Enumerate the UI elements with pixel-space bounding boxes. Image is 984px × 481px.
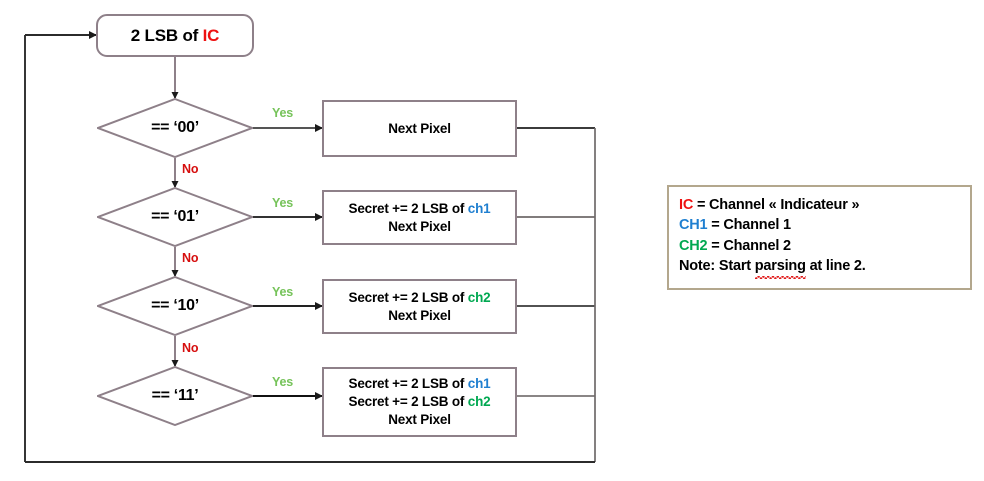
process-node-01-text: Secret += 2 LSB of ch1 Next Pixel [324,200,515,236]
legend-text-ic: = Channel « Indicateur » [693,197,860,213]
accent-ch2: ch2 [467,394,491,410]
legend-note-suffix: at line 2. [805,257,866,274]
decision-shape-10 [97,276,253,336]
legend-text-ch2: = Channel 2 [707,237,791,254]
decision-label-01: == ‘01’ [151,208,199,225]
accent-ch2: ch2 [467,289,491,305]
decision-label-10: == ‘10’ [151,297,199,314]
process-line: Secret += 2 LSB of ch1 [348,200,491,216]
legend-line-ch2: CH2 = Channel 2 [679,236,960,256]
legend-key-ch2: CH2 [679,237,708,254]
process-node-ch2[interactable]: Secret += 2 LSB of ch2 Next Pixel [322,279,517,334]
start-node-label: 2 LSB of IC [130,25,220,46]
decision-label-00: == ‘00’ [151,119,199,136]
legend-line-ch1: CH1 = Channel 1 [679,215,960,235]
process-line: Next Pixel [388,218,451,234]
process-line: Secret += 2 LSB of ch2 [348,289,491,305]
process-line: Next Pixel [388,411,451,427]
edge-label-yes-11: Yes [272,375,293,389]
process-node-10-text: Secret += 2 LSB of ch2 Next Pixel [324,289,515,325]
process-line: Secret += 2 LSB of ch2 [348,394,491,410]
decision-shape-01 [97,187,253,247]
process-node-11-text: Secret += 2 LSB of ch1 Secret += 2 LSB o… [324,375,515,428]
start-node-accent-ic: IC [202,25,220,45]
start-node-prefix: 2 LSB of [130,25,203,45]
legend-note-misspelled-word: parsing [754,256,806,280]
process-line: Secret += 2 LSB of ch1 [348,376,491,392]
decision-node-01[interactable]: == ‘01’ [97,187,253,247]
edge-label-yes-00: Yes [272,106,293,120]
process-node-next-pixel[interactable]: Next Pixel [322,100,517,157]
legend-key-ch1: CH1 [679,217,708,234]
edge-label-yes-10: Yes [272,285,293,299]
legend-note-prefix: Note: Start [679,257,755,274]
legend-line-ic: IC = Channel « Indicateur » [679,195,960,215]
edge-label-yes-01: Yes [272,196,293,210]
legend-key-ic: IC [679,197,694,213]
edge-label-no-10: No [182,341,199,355]
legend-line-note: Note: Start parsing at line 2. [679,256,960,280]
accent-ch1: ch1 [467,376,491,392]
decision-shape-00 [97,98,253,158]
edge-label-no-01: No [182,251,199,265]
process-node-00-text: Next Pixel [324,120,515,138]
decision-shape-11 [97,366,253,426]
edge-label-no-00: No [182,162,199,176]
process-node-ch1[interactable]: Secret += 2 LSB of ch1 Next Pixel [322,190,517,245]
process-line: Next Pixel [388,120,451,136]
decision-node-10[interactable]: == ‘10’ [97,276,253,336]
legend-box: IC = Channel « Indicateur » CH1 = Channe… [667,185,972,290]
legend-text-ch1: = Channel 1 [707,217,791,234]
process-line: Next Pixel [388,307,451,323]
accent-ch1: ch1 [467,200,491,216]
process-node-ch1-ch2[interactable]: Secret += 2 LSB of ch1 Secret += 2 LSB o… [322,367,517,437]
decision-node-11[interactable]: == ‘11’ [97,366,253,426]
decision-node-00[interactable]: == ‘00’ [97,98,253,158]
start-node[interactable]: 2 LSB of IC [96,14,254,57]
decision-label-11: == ‘11’ [151,387,199,404]
